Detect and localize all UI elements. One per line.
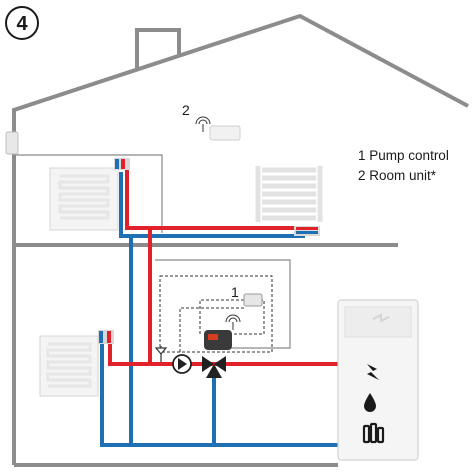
three-way-valve-icon xyxy=(202,356,226,378)
chimney xyxy=(135,28,181,68)
pump-control: 1 xyxy=(225,284,263,330)
lightning-icon xyxy=(367,364,379,380)
wireless-signal-icon xyxy=(195,116,211,132)
supply-pipe-upper-left-radiator xyxy=(125,162,305,230)
wood-fuel-icon xyxy=(362,422,385,444)
step-badge-number: 4 xyxy=(16,13,28,35)
control-wiring xyxy=(14,154,291,349)
radiator-lower-left xyxy=(39,330,114,397)
room-unit-device xyxy=(209,125,241,141)
legend-item-room-unit: 2 Room unit* xyxy=(358,168,437,183)
house-outline xyxy=(12,13,469,467)
expansion-valve xyxy=(154,346,168,362)
legend-number: 1 xyxy=(358,148,366,163)
legend-label: Room unit* xyxy=(369,168,437,183)
room-unit: 2 xyxy=(182,102,241,141)
boiler xyxy=(337,299,419,461)
room-unit-callout: 2 xyxy=(182,102,190,118)
step-badge: 4 xyxy=(5,6,39,40)
return-pipe-upper-left-radiator xyxy=(119,172,305,238)
circulation-pump-icon xyxy=(172,354,192,374)
supply-pipe-lower-left-radiator xyxy=(108,340,345,366)
wire-lower xyxy=(155,259,291,349)
pump-control-wire-1 xyxy=(179,307,244,352)
radiator-upper-left xyxy=(49,158,130,231)
supply-pipes xyxy=(108,162,345,366)
pump-control-wire-3 xyxy=(199,299,244,334)
legend-number: 2 xyxy=(358,168,366,183)
legend-item-pump-control: 1 Pump control xyxy=(358,148,449,163)
pump-control-device xyxy=(243,293,263,307)
mixing-valve-actuator xyxy=(204,330,232,350)
wall-sensor xyxy=(5,131,19,155)
wire-upper xyxy=(14,154,163,233)
oil-drop-icon xyxy=(364,393,376,412)
pump-control-frame xyxy=(159,275,273,353)
pump-control-signal-icon xyxy=(225,314,241,330)
pump-control-callout: 1 xyxy=(231,284,239,300)
radiator-upper-right xyxy=(255,166,323,236)
return-pipes xyxy=(100,172,345,447)
legend-label: Pump control xyxy=(369,148,449,163)
roof-and-walls xyxy=(12,13,469,465)
return-pipe-lower-left-radiator xyxy=(100,340,345,447)
legend: 1 Pump control 2 Room unit* xyxy=(358,148,449,183)
